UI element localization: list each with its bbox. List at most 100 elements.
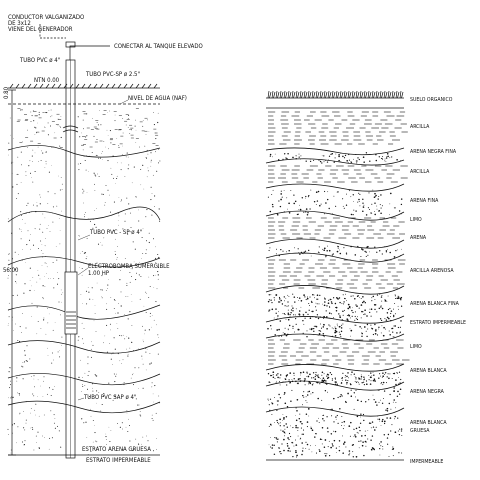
sand-dot [309, 296, 311, 298]
soil-dot [77, 163, 79, 165]
sand-dot [368, 379, 370, 381]
soil-dot [46, 263, 48, 264]
sand-dot [280, 450, 282, 452]
pvc-sp-mid-label: TUBO PVC - SP ø 4" [89, 229, 142, 236]
sand-dot [310, 426, 312, 428]
sand-dot [295, 407, 297, 409]
sand-dot [341, 416, 343, 417]
sand-dot [327, 191, 329, 193]
sand-dot [374, 329, 377, 332]
grass-tuft [327, 90, 332, 99]
sand-dot [386, 300, 388, 302]
soil-dot [25, 360, 27, 362]
soil-dot [43, 380, 44, 382]
soil-dot [142, 363, 144, 365]
sand-dot [302, 320, 304, 322]
sand-dot [300, 251, 303, 254]
sand-dot [335, 153, 337, 155]
sand-dot [282, 313, 284, 314]
sand-dot [309, 328, 311, 330]
soil-dot [109, 323, 111, 325]
soil-dot [140, 184, 142, 186]
soil-dot [146, 435, 147, 437]
sand-dot [355, 396, 357, 398]
soil-dot [28, 239, 31, 241]
grass-tuft [291, 90, 296, 99]
conductor-line [39, 24, 66, 39]
stratum-line [7, 206, 161, 223]
sand-dot [365, 214, 368, 216]
sand-dot [351, 444, 354, 446]
sand-dot [283, 332, 286, 335]
soil-dot [52, 221, 54, 223]
sand-dot [309, 373, 311, 376]
soil-dot [93, 395, 95, 396]
grass-tuft [323, 90, 328, 99]
soil-dot [135, 398, 137, 400]
soil-dot [124, 176, 126, 177]
sand-dot [392, 455, 394, 457]
sand-dot [298, 209, 300, 210]
sand-dot [303, 396, 305, 398]
sand-dot [344, 298, 346, 300]
sand-dot [300, 421, 302, 423]
sand-dot [346, 379, 348, 381]
soil-dot [78, 235, 79, 236]
sand-dot [369, 251, 370, 253]
soil-dot [142, 387, 144, 389]
soil-dot [22, 141, 23, 142]
sand-dot [359, 429, 361, 432]
sand-dot [297, 329, 298, 331]
sand-dot [339, 152, 341, 154]
soil-dot [82, 303, 83, 304]
sand-dot [357, 201, 359, 203]
ground-hatch [9, 83, 158, 89]
soil-dot [61, 336, 63, 338]
soil-dot [82, 192, 84, 194]
sand-dot [294, 314, 296, 316]
sand-dot [340, 161, 342, 163]
sand-dot [299, 313, 301, 315]
soil-dot [30, 412, 31, 414]
soil-dot [128, 209, 130, 210]
sand-dot [322, 303, 323, 305]
sand-dot [327, 245, 329, 247]
sand-dot [400, 305, 403, 307]
soil-dot [94, 183, 95, 185]
sand-dot [335, 418, 337, 420]
sand-dot [278, 328, 280, 331]
soil-dot [105, 290, 107, 291]
soil-dot [13, 330, 14, 331]
soil-dot [111, 173, 113, 175]
soil-dot [19, 340, 21, 343]
stratum-impermeable-label: ESTRATO IMPERMEABLE [86, 457, 151, 464]
sand-dot [291, 305, 293, 307]
soil-dot [60, 177, 62, 178]
soil-dot [25, 401, 27, 403]
sand-dot [362, 202, 364, 204]
sand-dot [346, 314, 348, 317]
sand-dot [268, 294, 270, 296]
soil-dot [37, 122, 38, 124]
sand-dot [292, 310, 294, 312]
sand-dot [379, 250, 381, 252]
soil-dot [135, 279, 137, 281]
sand-dot [279, 397, 282, 399]
sand-dot [364, 309, 366, 311]
sand-dot [382, 372, 384, 374]
sand-dot [341, 421, 343, 423]
soil-dot [146, 176, 148, 178]
sand-dot [380, 382, 383, 384]
hatch-mark [135, 83, 140, 89]
sand-dot [278, 438, 280, 440]
soil-dot [126, 285, 128, 286]
sand-dot [281, 335, 283, 337]
sand-dot [306, 373, 308, 375]
sand-dot [329, 372, 331, 374]
sand-dot [381, 376, 383, 378]
soil-dot [10, 380, 11, 382]
soil-dot [98, 176, 100, 177]
soil-dot [17, 340, 19, 341]
soil-dot [31, 427, 33, 428]
sand-dot [268, 444, 270, 446]
